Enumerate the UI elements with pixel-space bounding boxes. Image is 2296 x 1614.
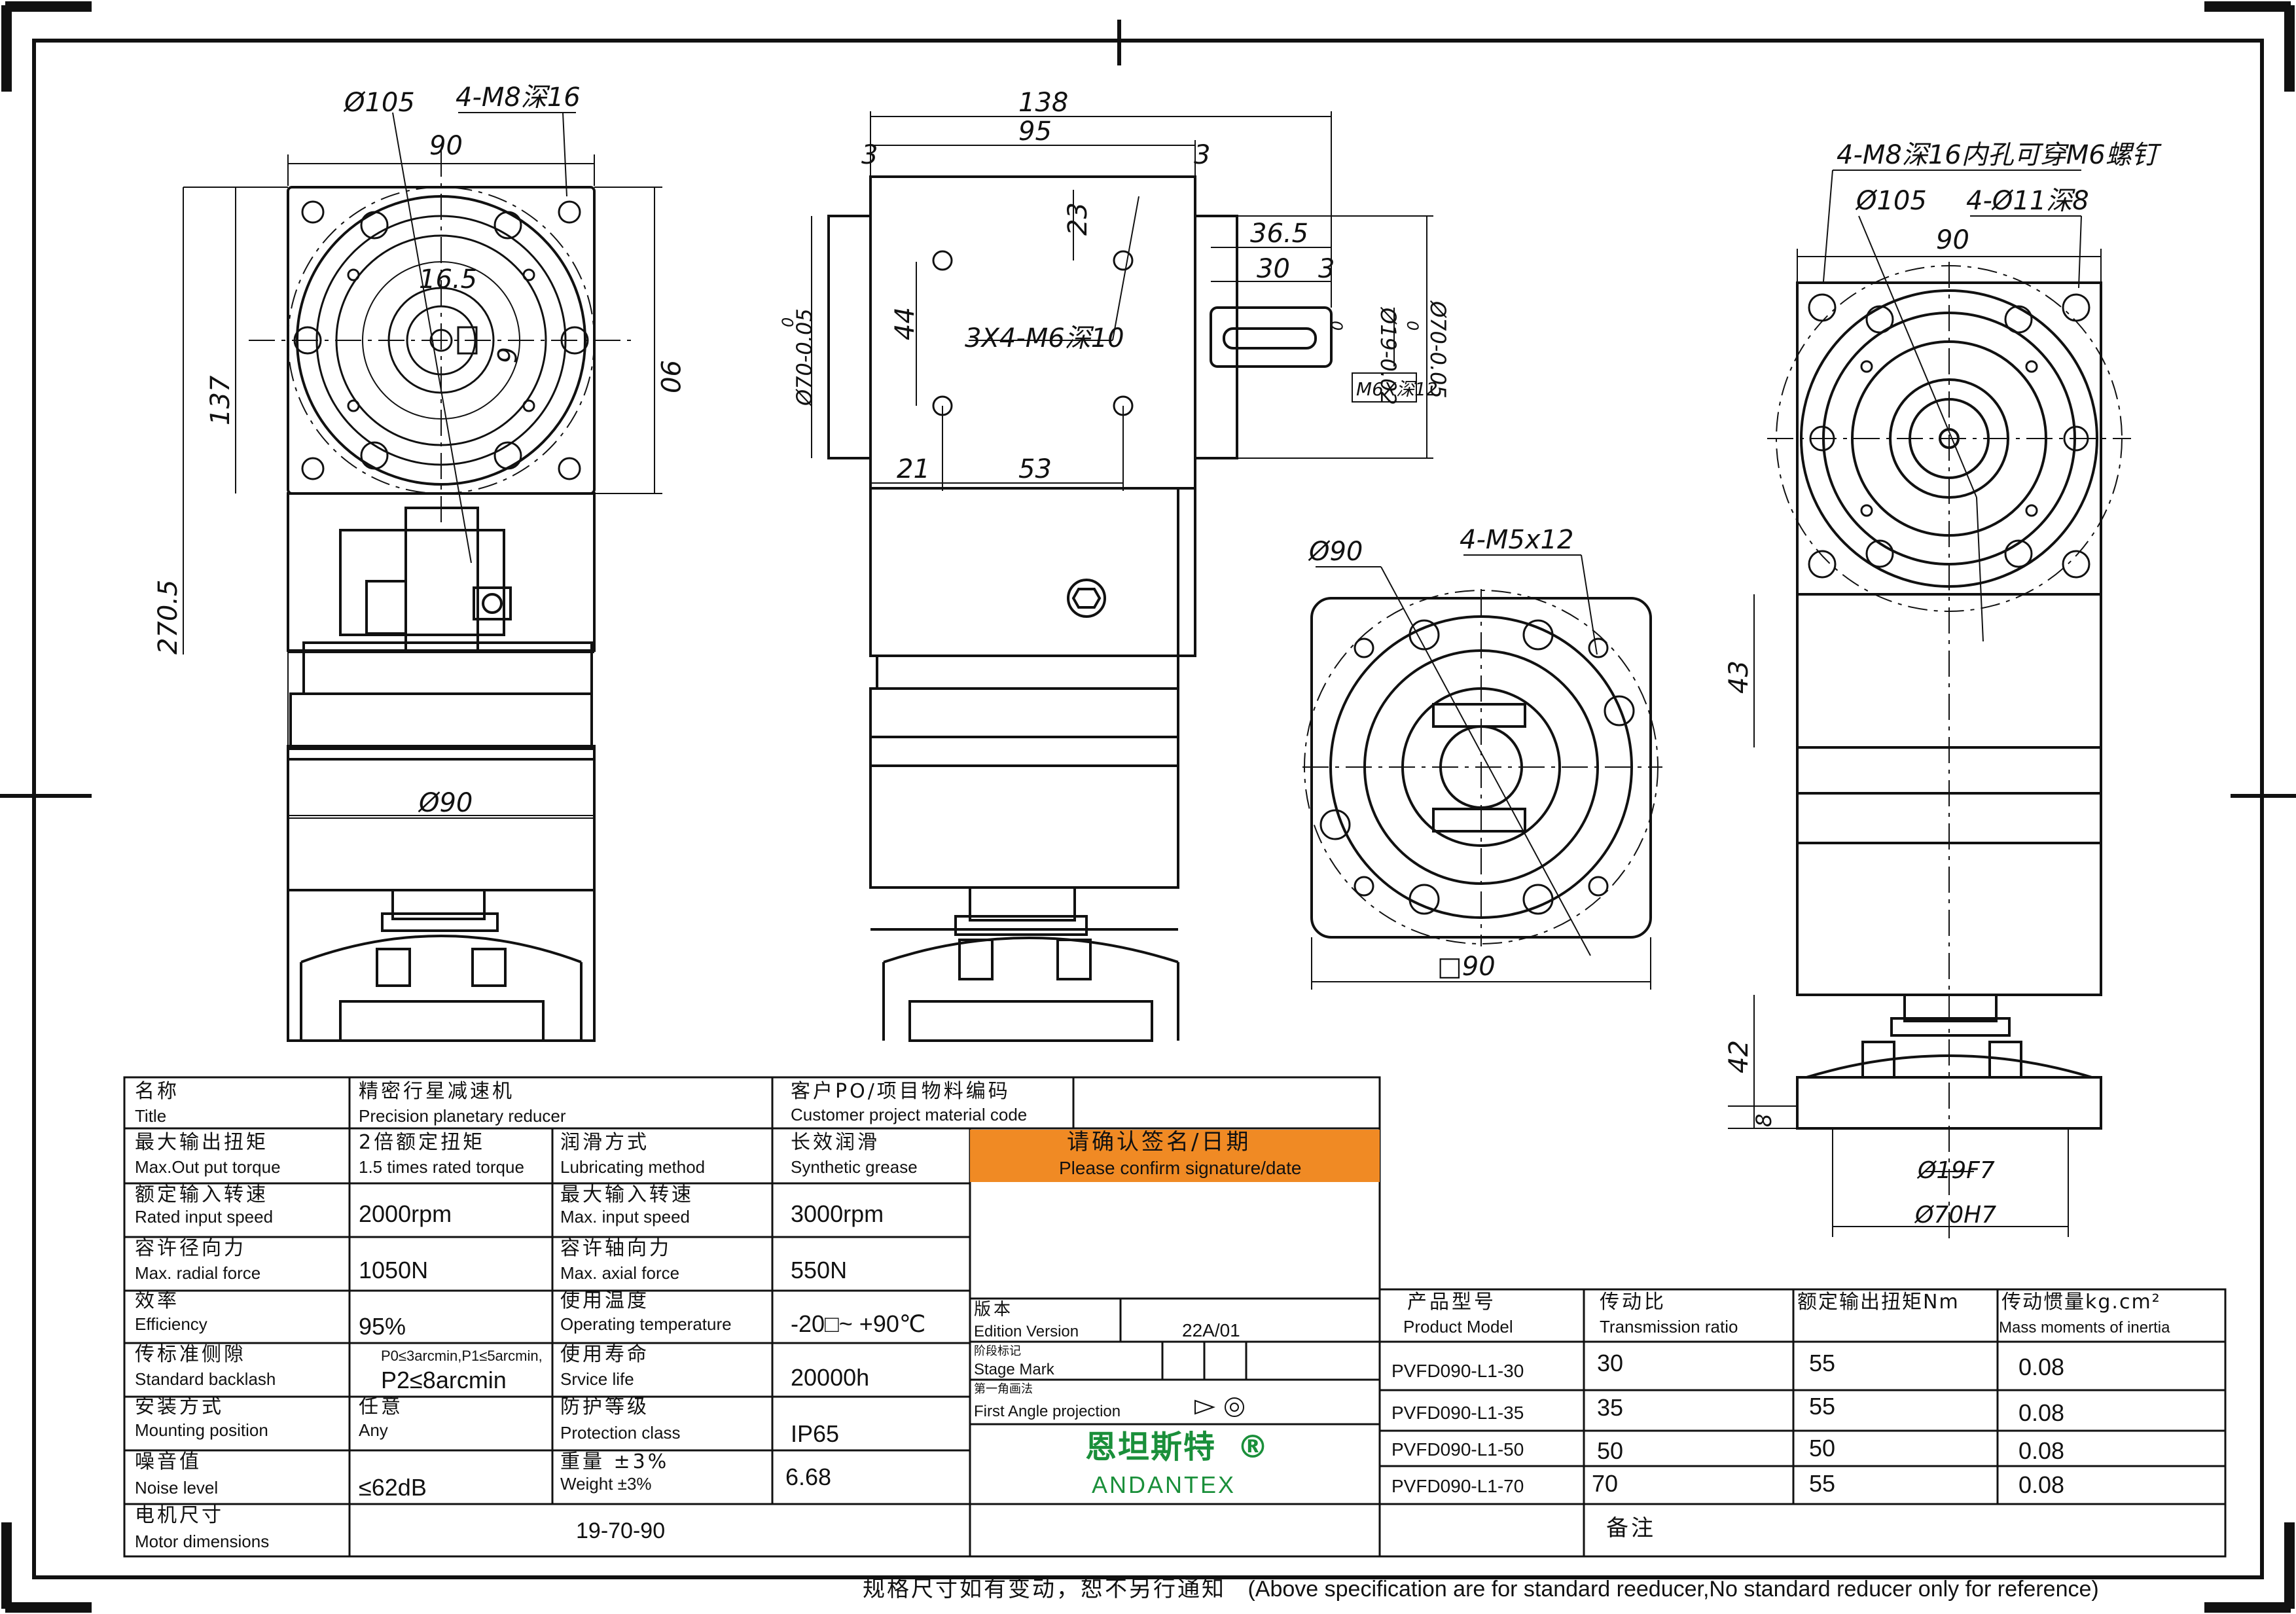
dim-v4-d70h7: Ø70H7 (1914, 1202, 1996, 1228)
dim-v1-h270: 270.5 (153, 579, 183, 655)
dim-v2-w138: 138 (1018, 88, 1068, 118)
dim-v1-holes: 4-M8深16 (456, 82, 581, 113)
spec-table-grid (123, 1076, 2227, 1558)
dim-v1-h90: 90 (655, 360, 685, 393)
dim-v2-d19: Ø19-0.02 (1376, 306, 1401, 405)
dim-v1-h137: 137 (206, 375, 236, 425)
dim-v2-w95: 95 (1018, 117, 1052, 147)
dim-v2-d19-tol: 0 (1327, 321, 1346, 331)
dim-v4-holes-top: 4-M8深16内孔可穿M6螺钉 (1837, 140, 2162, 170)
dim-v1-bottom-d90: Ø90 (418, 788, 473, 818)
dim-v1-d6: 6 (491, 347, 521, 363)
view-2-side (811, 111, 1433, 1042)
dimension-labels: Ø105 4-M8深16 90 90 16.5 6 137 270.5 Ø90 … (153, 82, 2162, 1228)
dim-v2-d70-right-tol: 0 (1403, 321, 1422, 331)
dim-v2-d70-left-tol: 0 (779, 317, 797, 327)
dim-v2-d36: 36.5 (1250, 219, 1308, 249)
dim-v2-d44: 44 (890, 307, 920, 340)
dim-v4-holes2: 4-Ø11深8 (1966, 186, 2089, 216)
dim-v2-left3: 3 (861, 140, 878, 170)
dim-v2-d70-right: Ø70-0.05 (1426, 300, 1450, 399)
dim-v1-w90: 90 (429, 131, 463, 161)
dim-v1-d105: Ø105 (343, 88, 415, 118)
dim-v3-d90: Ø90 (1308, 537, 1363, 567)
dim-v1-d16: 16.5 (419, 264, 477, 295)
dim-v4-d8: 8 (1751, 1114, 1776, 1127)
dim-v2-d53: 53 (1018, 454, 1052, 484)
dim-v2-d23: 23 (1063, 202, 1093, 236)
dim-v4-d42: 42 (1724, 1040, 1754, 1073)
view-1-front (183, 112, 662, 1042)
dim-v4-d105: Ø105 (1855, 186, 1927, 216)
view-4-right (1728, 170, 2131, 1244)
dim-v4-d19f7: Ø19F7 (1916, 1157, 1995, 1184)
dim-v2-d70-left: Ø70-0.05 (792, 308, 817, 407)
view-3-flange (1302, 554, 1662, 990)
dim-v2-d30: 30 (1257, 254, 1290, 284)
dim-v2-right3: 3 (1194, 140, 1210, 170)
dim-v2-holes: 3X4-M6深10 (965, 323, 1124, 353)
dim-v3-sq90: □90 (1437, 952, 1496, 982)
dim-v3-holes: 4-M5x12 (1460, 525, 1573, 555)
dim-v2-d3: 3 (1318, 254, 1335, 284)
dim-v2-d21: 21 (897, 454, 930, 484)
dim-v2-key: M6X深12 (1356, 378, 1438, 400)
dim-v4-w90: 90 (1936, 225, 1969, 255)
dim-v4-d43: 43 (1724, 660, 1754, 694)
